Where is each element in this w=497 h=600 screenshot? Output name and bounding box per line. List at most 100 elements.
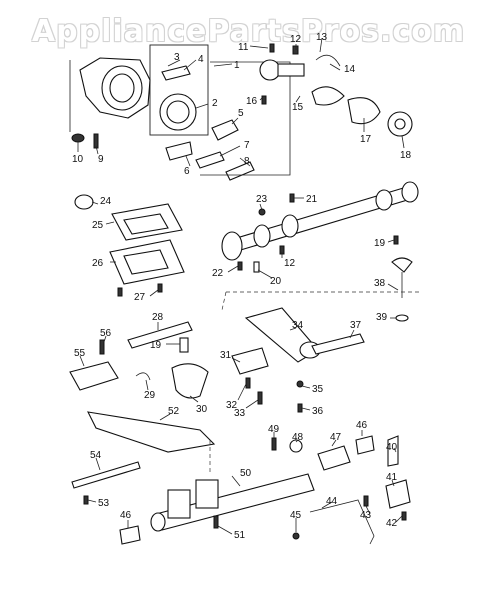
screw-16 xyxy=(261,95,267,105)
bracket-40 xyxy=(387,435,399,467)
callout-48: 48 xyxy=(292,432,304,443)
shaft-dash-lines xyxy=(221,291,420,311)
shaft-end xyxy=(401,181,419,203)
callout-10: 10 xyxy=(72,154,84,165)
screw-51 xyxy=(213,515,219,529)
screw-49 xyxy=(271,437,277,451)
callout-21: 21 xyxy=(306,194,318,205)
callout-45: 45 xyxy=(290,510,302,521)
screw-8 xyxy=(225,161,255,181)
screw-19a xyxy=(393,235,399,245)
callout-35: 35 xyxy=(312,384,324,395)
callout-43: 43 xyxy=(360,510,372,521)
screw-33 xyxy=(257,391,263,405)
screw-22 xyxy=(237,261,243,271)
housing-inner xyxy=(109,73,135,103)
callout-14: 14 xyxy=(344,64,356,75)
housing-group xyxy=(69,44,291,181)
clip-29 xyxy=(135,372,151,381)
callout-31: 31 xyxy=(220,350,232,361)
hook-15 xyxy=(311,86,345,106)
callout-17: 17 xyxy=(360,134,372,145)
callout-38: 38 xyxy=(374,278,386,289)
callout-8: 8 xyxy=(244,156,250,167)
callout-50: 50 xyxy=(240,468,252,479)
callout-12b: 12 xyxy=(284,258,296,269)
plate-25-window xyxy=(123,213,169,235)
shaft-collar xyxy=(253,224,271,248)
bobbin-case-center xyxy=(394,118,406,130)
link-52 xyxy=(87,411,216,453)
callout-11: 11 xyxy=(238,42,249,53)
plate-26-window xyxy=(123,249,169,275)
screw-45 xyxy=(292,532,300,540)
callout-24: 24 xyxy=(100,196,112,207)
lever-group xyxy=(69,307,365,472)
screw-11 xyxy=(269,43,275,53)
screw-21 xyxy=(289,193,295,203)
callout-53: 53 xyxy=(98,498,110,509)
bottom-group xyxy=(71,435,411,545)
spring-19b xyxy=(179,337,189,353)
race-17 xyxy=(347,97,381,125)
fitting-46a xyxy=(119,525,141,545)
gasket-24 xyxy=(74,194,94,210)
shaft-collar-2 xyxy=(281,214,299,238)
callout-52: 52 xyxy=(168,406,180,417)
screw-9 xyxy=(93,133,99,149)
screw-43 xyxy=(363,495,369,507)
callout-13: 13 xyxy=(316,32,328,43)
callout-19a: 19 xyxy=(374,238,386,249)
callout-27: 27 xyxy=(134,292,146,303)
spring-14 xyxy=(315,54,341,67)
spring-20 xyxy=(253,261,260,273)
screw-56 xyxy=(99,339,105,355)
callout-6: 6 xyxy=(184,166,190,177)
callout-36: 36 xyxy=(312,406,324,417)
callout-numbers: 1 2 3 4 5 6 7 8 9 10 11 12 13 14 15 16 1… xyxy=(72,32,412,541)
hook-group xyxy=(259,43,413,137)
callout-47: 47 xyxy=(330,432,342,443)
callout-55: 55 xyxy=(74,348,86,359)
knob-38 xyxy=(391,257,413,273)
callout-18: 18 xyxy=(400,150,412,161)
spring-35 xyxy=(296,380,304,388)
screw-42 xyxy=(401,511,407,521)
gear-13 xyxy=(259,59,281,81)
cam-30 xyxy=(171,363,209,399)
spring-clip xyxy=(161,65,191,81)
callout-1: 1 xyxy=(234,60,240,71)
callout-32: 32 xyxy=(226,400,238,411)
callout-16: 16 xyxy=(246,96,258,107)
rod-44 xyxy=(309,499,375,545)
screw-36 xyxy=(297,403,303,413)
rod-54 xyxy=(71,461,141,489)
callout-9: 9 xyxy=(98,154,104,165)
shaft-gear-left xyxy=(221,231,243,261)
inset-box xyxy=(149,44,209,136)
bracket-41 xyxy=(385,479,411,509)
shaft-50-block-a xyxy=(167,489,191,519)
screw-12 xyxy=(292,45,299,55)
bracket-5 xyxy=(211,119,239,141)
cover-plate-inner xyxy=(166,100,190,124)
callout-5: 5 xyxy=(238,108,244,119)
callout-19b: 19 xyxy=(150,340,162,351)
callout-54: 54 xyxy=(90,450,102,461)
callout-7: 7 xyxy=(244,140,250,151)
group-bracket-lines xyxy=(69,60,291,176)
screw-32 xyxy=(245,377,251,389)
callout-12: 12 xyxy=(290,34,302,45)
callout-34: 34 xyxy=(292,320,304,331)
callout-56: 56 xyxy=(100,328,112,339)
callout-20: 20 xyxy=(270,276,282,287)
bushing-48 xyxy=(289,439,303,453)
main-shaft-group xyxy=(221,181,420,322)
callout-15: 15 xyxy=(292,102,304,113)
callout-23: 23 xyxy=(256,194,268,205)
fitting-46b xyxy=(355,435,375,455)
callout-26: 26 xyxy=(92,258,104,269)
callout-29: 29 xyxy=(144,390,156,401)
